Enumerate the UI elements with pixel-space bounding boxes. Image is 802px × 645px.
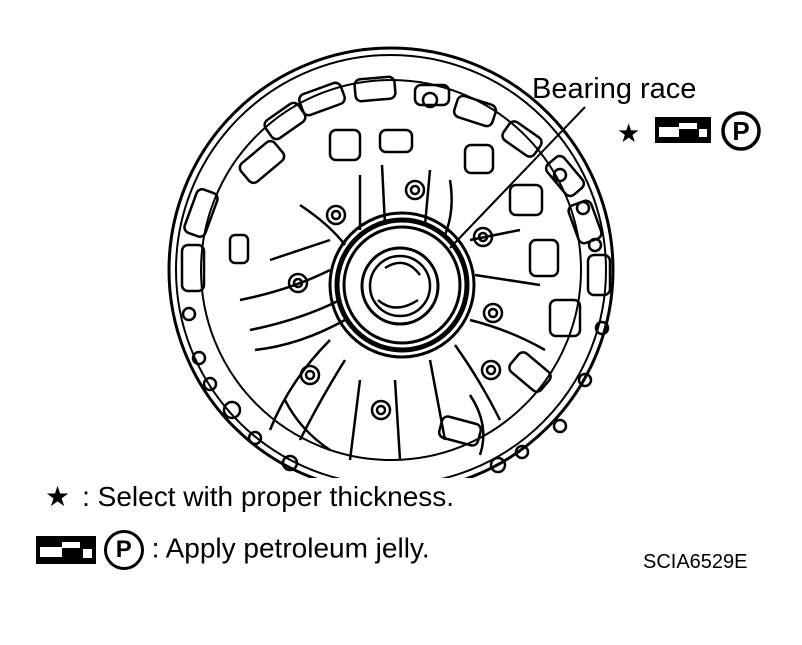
jelly-note: P : Apply petroleum jelly.: [36, 530, 430, 570]
bolts: [287, 179, 504, 421]
petroleum-jelly-icon: [655, 117, 711, 143]
star-note-text: : Select with proper thickness.: [82, 481, 455, 512]
outer-ring: [167, 46, 615, 478]
jelly-note-text: : Apply petroleum jelly.: [151, 532, 430, 564]
outer-ring-inner: [175, 54, 607, 478]
p-mark-icon: [721, 111, 761, 151]
star-icon: ★: [45, 481, 71, 512]
legend-top: ★ P: [617, 111, 761, 151]
petroleum-jelly-icon: [36, 536, 96, 564]
leader-line: [449, 106, 586, 249]
bolt-circle: [200, 79, 582, 461]
star-note: ★ : Select with proper thickness.: [45, 480, 454, 513]
bearing-race: [328, 211, 476, 359]
figure-code: SCIA6529E: [643, 551, 748, 573]
star-icon: ★: [617, 119, 640, 149]
p-mark-icon: P: [103, 530, 144, 570]
ribs: [239, 164, 546, 461]
svg-text:P: P: [732, 116, 749, 146]
bearing-race-label: Bearing race: [532, 73, 697, 105]
perimeter-holes: [181, 91, 610, 474]
outer-slots: [180, 75, 612, 447]
